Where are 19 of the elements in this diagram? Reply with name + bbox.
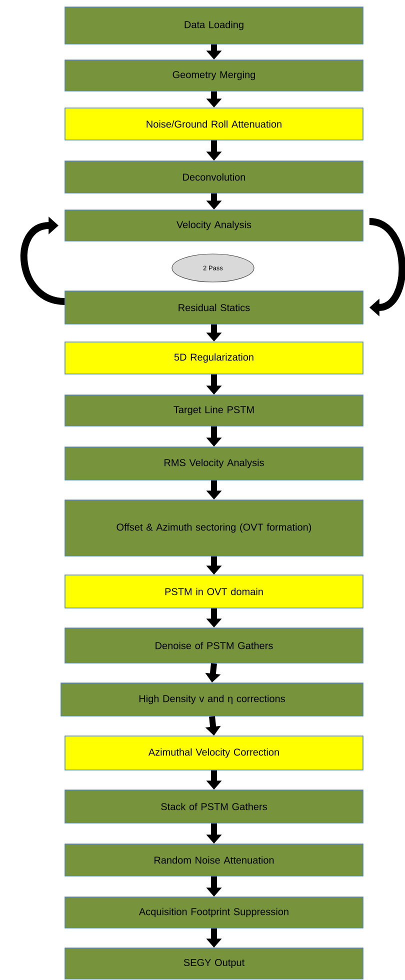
process-box: Denoise of PSTM Gathers bbox=[64, 628, 364, 664]
process-box: Acquisition Footprint Suppression bbox=[64, 896, 364, 928]
curved-arrow bbox=[20, 216, 66, 305]
process-box: Geometry Merging bbox=[64, 60, 364, 92]
process-box: 5D Regularization bbox=[64, 342, 364, 374]
process-box: RMS Velocity Analysis bbox=[64, 446, 364, 480]
process-box: Residual Statics bbox=[64, 290, 364, 324]
process-box: SEGY Output bbox=[64, 948, 364, 980]
process-box: Velocity Analysis bbox=[64, 210, 364, 242]
process-box: Deconvolution bbox=[64, 160, 364, 194]
process-box: Offset & Azimuth sectoring (OVT formation) bbox=[64, 500, 364, 556]
process-box: Data Loading bbox=[64, 6, 364, 44]
process-box: PSTM in OVT domain bbox=[64, 574, 364, 608]
process-box: Azimuthal Velocity Correction bbox=[64, 736, 364, 770]
process-box: High Density v and η corrections bbox=[60, 682, 364, 716]
process-box: Noise/Ground Roll Attenuation bbox=[64, 108, 364, 140]
process-box: Target Line PSTM bbox=[64, 394, 364, 426]
process-box: Stack of PSTM Gathers bbox=[64, 790, 364, 824]
process-box: Random Noise Attenuation bbox=[64, 844, 364, 876]
